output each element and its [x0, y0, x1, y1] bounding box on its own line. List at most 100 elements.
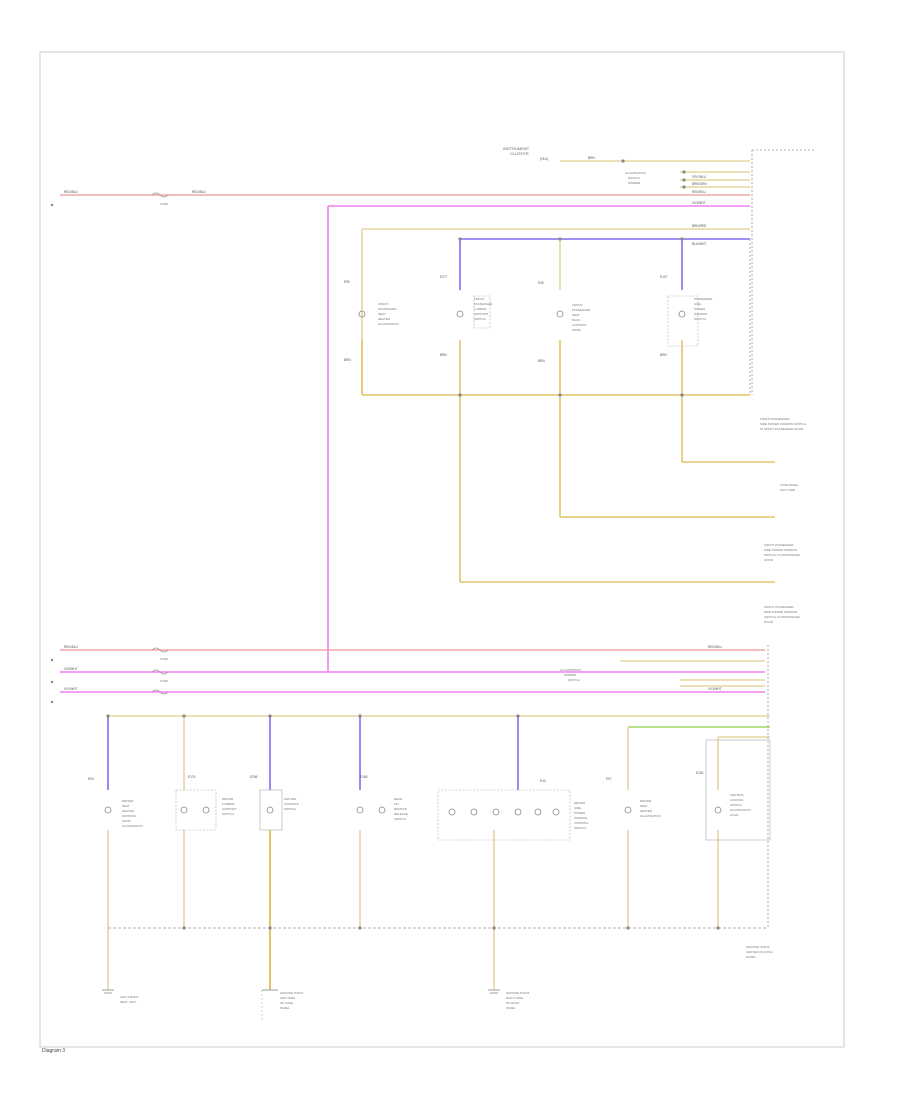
left-terminal-dot: [50, 203, 54, 207]
bottom-note-line: GROUND POINT,: [280, 991, 304, 995]
top-component-line: HEATER: [378, 317, 391, 321]
top-header-row-b1: ILLUMINATION: [625, 171, 646, 175]
bottom-note-line: CENTER OF DASH: [746, 950, 773, 954]
top-component-line: PASSENGER: [474, 302, 493, 306]
bottom-component-line: SIDE: [574, 806, 581, 810]
top-header-row-a: BRN: [588, 156, 595, 160]
bottom-red-right-label: RED/BLU: [708, 645, 723, 649]
right-note-line: LEFT SIDE: [780, 488, 795, 492]
lamp-icon: [534, 808, 542, 816]
lamp-icon: [714, 806, 722, 814]
top-component-node: E95: [344, 280, 350, 284]
top-red-mid-label: RED/BLU: [192, 190, 207, 194]
junction-dot: [358, 926, 362, 930]
top-component-line: LUMBAR: [474, 307, 487, 311]
junction-dot: [358, 714, 362, 718]
top-component-node: E96: [538, 281, 544, 285]
top-component-line: SEAT: [378, 312, 386, 316]
bottom-note-line: PANEL: [280, 1006, 290, 1010]
lamp-icon: [624, 806, 632, 814]
header-dot-4: [682, 185, 686, 189]
top-component-wire: BRN: [440, 353, 447, 357]
fuse-symbol-bottom-c: [151, 689, 169, 695]
bottom-note-line: PANEL: [746, 955, 756, 959]
junction-dot: [458, 393, 462, 397]
top-header-row-b2: SWITCH: [628, 176, 640, 180]
bottom-note-line: SEAT, LEFT: [120, 1000, 136, 1004]
bottom-note-line: LEFT SIDE: [280, 996, 295, 1000]
window-switch-box: [437, 789, 571, 841]
bottom-component-line: REMOTE: [394, 807, 407, 811]
top-component-wire: BRN: [660, 353, 667, 357]
lamp-icon: [358, 310, 366, 318]
top-header-title1: INSTRUMENT: [503, 146, 530, 151]
top-component-line: BACK: [572, 318, 580, 322]
bottom-note-line: GROUND POINT,: [506, 991, 530, 995]
switch-box: [259, 789, 283, 831]
bottom-component-line: DRIVER: [122, 799, 134, 803]
top-component-line: PASSENGER: [694, 297, 713, 301]
bottom-component-node: E150: [696, 771, 704, 775]
top-bus: [60, 149, 815, 395]
top-lamps: [358, 295, 699, 347]
bottom-component-node: E256: [250, 775, 258, 779]
junction-dot: [458, 237, 462, 241]
bottom-fuse-a-label: FUSE: [160, 657, 168, 661]
top-pink-right-label: VIO/WHT: [692, 201, 706, 205]
top-component-wire: BRN: [344, 358, 351, 362]
bottom-pink1-left-label: VIO/WHT: [64, 667, 78, 671]
bottom-note-line: RIGHT SIDE: [506, 996, 523, 1000]
junction-dot: [492, 926, 496, 930]
left-terminal-dot: [50, 680, 54, 684]
junction-dot: [680, 393, 684, 397]
top-component-line: FRONT: [474, 297, 484, 301]
right-note-line: DOOR: [764, 620, 774, 624]
bottom-component-line: POWER: [574, 811, 586, 815]
top-blue-right-label: BLU/WHT: [692, 242, 706, 246]
header-dot-1: [621, 159, 625, 163]
junction-dot: [182, 714, 186, 718]
bottom-component-node: E94: [88, 777, 94, 781]
bottom-pink2-left-label: VIO/WHT: [64, 687, 78, 691]
fuse-symbol-bottom-a: [151, 647, 169, 653]
bottom-mid1: ILLUMINATION: [560, 668, 581, 672]
bottom-red-left-label: RED/BLU: [64, 645, 79, 649]
bottom-fuse-b-label: FUSE: [160, 679, 168, 683]
junction-dot: [558, 393, 562, 397]
top-component-line: SIDE: [694, 302, 701, 306]
bottom-component-line: CENTRAL: [730, 793, 744, 797]
top-header-row-b-wire: GRY/BLU: [692, 175, 707, 179]
right-note-line: IN FRONT PASSENGER DOOR: [760, 427, 804, 431]
bottom-mid3: SWITCH: [568, 678, 580, 682]
bottom-note-line: GROUND POINT,: [746, 945, 770, 949]
ground-icon: [488, 989, 500, 994]
bottom-component-line: DRIVER: [640, 799, 652, 803]
lamp-icon: [456, 310, 464, 318]
bottom-component-line: SWITCH: [284, 807, 296, 811]
lamp-icon: [378, 806, 386, 814]
bottom-component-node: E165: [360, 775, 368, 779]
top-header-row-b3: DIMMER: [628, 181, 641, 185]
switch-box: [705, 739, 771, 841]
bottom-component-line: SWITCH: [394, 817, 406, 821]
bottom-bus: [60, 645, 770, 928]
right-note-line: FRONT PASSENGER: [764, 605, 794, 609]
top-header-title3: (NA): [540, 156, 549, 161]
bottom-component-line: CENTER: [284, 797, 297, 801]
bottom-component-line: DRIVER: [222, 797, 234, 801]
bottom-component-line: ILLUMINATION: [730, 808, 751, 812]
bottom-component-node: E176: [188, 775, 196, 779]
lamp-icon: [266, 806, 274, 814]
header-dot-2: [682, 170, 686, 174]
bottom-component-line: CONTROL: [122, 814, 137, 818]
lamp-icon: [180, 806, 188, 814]
right-note-line: SWITCH, IN PASSENGER: [764, 553, 801, 557]
top-component-line: PASSENGER: [572, 308, 591, 312]
lamp-icon: [678, 310, 686, 318]
bottom-component-line: LID: [394, 802, 400, 806]
top-component-line: CONTROL: [572, 323, 587, 327]
junction-dot: [268, 926, 272, 930]
bottom-component-line: RELEASE: [394, 812, 408, 816]
